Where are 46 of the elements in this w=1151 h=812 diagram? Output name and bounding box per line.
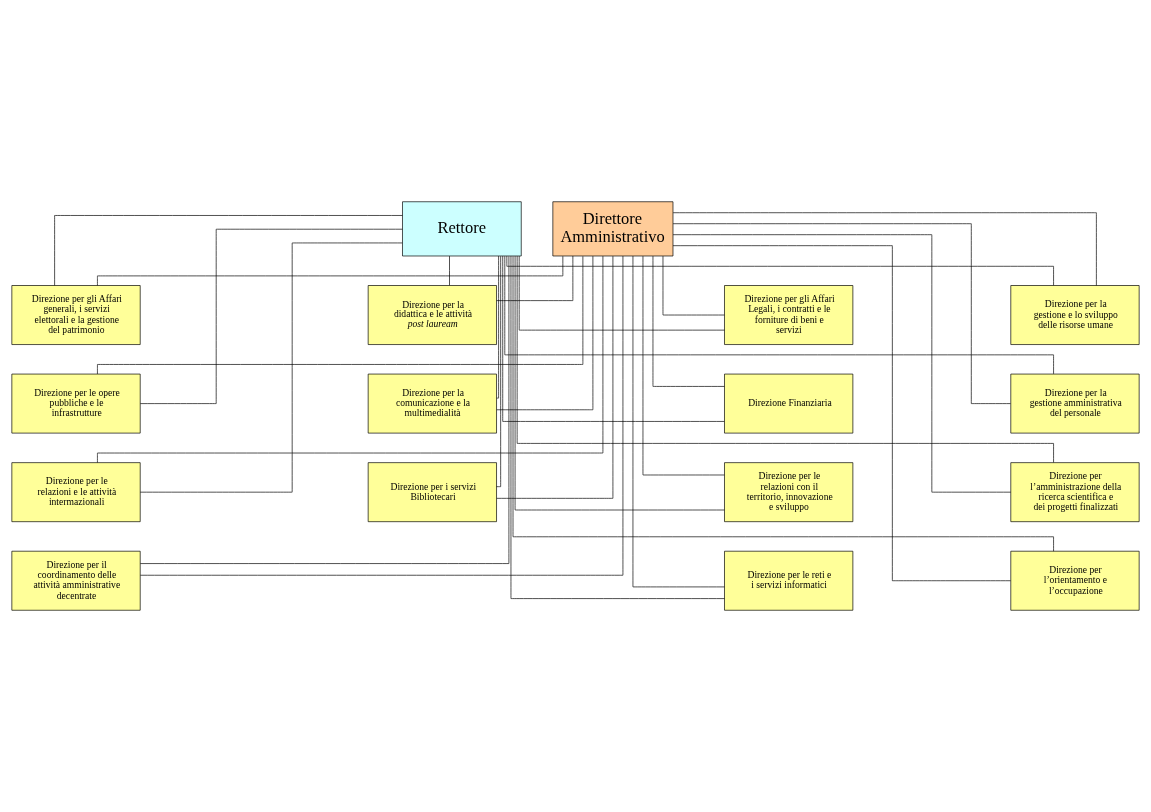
node-box: Direzione per i servizi Bibliotecari bbox=[367, 462, 497, 523]
connector bbox=[672, 245, 1011, 582]
connector bbox=[652, 255, 725, 387]
node-box: Direzione per le opere pubbliche e le infrastrutture bbox=[11, 373, 141, 434]
connector bbox=[672, 223, 1011, 404]
node-box: Rettore bbox=[402, 201, 522, 257]
node-box: Direzione per gli Affari generali, i servizi elettorali e la gestione del patrimonio bbox=[11, 285, 141, 345]
node-box: Direzione per le relazioni con il territorio, innovazione e sviluppo bbox=[724, 462, 854, 523]
connector bbox=[632, 255, 725, 588]
connector bbox=[54, 215, 403, 286]
connector bbox=[140, 255, 624, 576]
connector bbox=[97, 255, 564, 286]
connector bbox=[496, 255, 574, 301]
connector bbox=[139, 242, 403, 493]
connector bbox=[496, 255, 499, 399]
connector bbox=[97, 255, 604, 463]
node-box: Direzione Finanziaria bbox=[724, 373, 854, 434]
connector bbox=[140, 228, 403, 404]
connector bbox=[516, 255, 1054, 463]
node-box: Direzione per il coordinamento delle attività amministrative decentrate bbox=[11, 550, 141, 611]
connector bbox=[496, 255, 501, 487]
node-box: Direzione per la didattica e le attività post lauream bbox=[367, 285, 497, 345]
node-box: Direzione per la comunicazione e la multimedialità bbox=[367, 373, 497, 434]
connector bbox=[449, 255, 450, 286]
connector bbox=[518, 255, 725, 331]
connector bbox=[502, 255, 725, 422]
node-box: Direzione per le relazioni e le attività intermazionali bbox=[11, 462, 141, 523]
connector bbox=[672, 234, 1012, 493]
node-box: Direzione per la gestione e lo sviluppo delle risorse umane bbox=[1010, 285, 1140, 345]
node-box: Direzione per gli Affari Legali, i contratti e le forniture di beni e servizi bbox=[724, 285, 854, 345]
connector bbox=[140, 255, 510, 564]
node-box: Direttore Amministrativo bbox=[552, 201, 674, 257]
connector bbox=[672, 212, 1097, 286]
connector bbox=[510, 255, 725, 599]
connector bbox=[514, 255, 725, 511]
connector bbox=[97, 255, 584, 375]
connector bbox=[662, 255, 725, 316]
connector bbox=[496, 255, 614, 499]
node-box: Direzione per la gestione amministrativa del personale bbox=[1010, 373, 1140, 434]
connector bbox=[504, 255, 1054, 375]
connector bbox=[496, 255, 594, 411]
connector bbox=[642, 255, 725, 476]
connector bbox=[506, 255, 1054, 286]
node-box: Direzione per le reti e i servizi informatici bbox=[724, 550, 854, 611]
node-box: Direzione per l’amministrazione della ricerca scientifica e dei progetti finalizzati bbox=[1010, 462, 1140, 523]
node-box: Direzione per l’orientamento e l’occupazione bbox=[1010, 550, 1140, 611]
